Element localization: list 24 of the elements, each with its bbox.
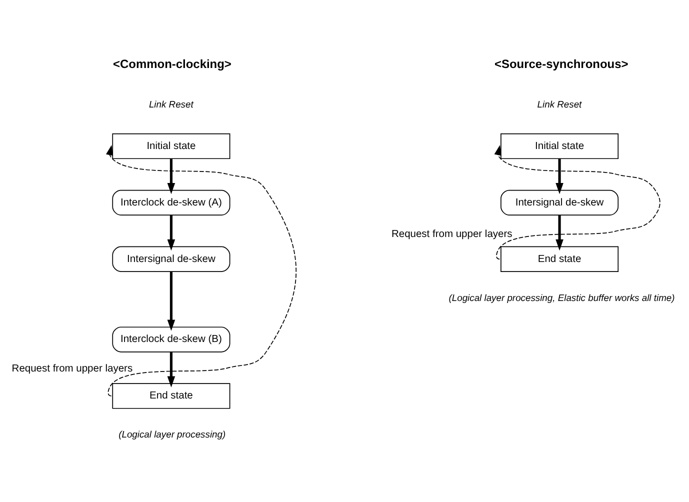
node-box: Interclock de-skew (B) [112, 326, 230, 352]
label: <Common-clocking> [113, 57, 232, 72]
node-label: (Logical layer processing) [118, 428, 226, 440]
node-box: Interclock de-skew (A) [112, 190, 230, 216]
node-box: End state [112, 383, 230, 409]
node-box: Initial state [112, 133, 230, 160]
arrow [167, 352, 176, 388]
label: <Source-synchronous> [494, 57, 628, 72]
arrow [494, 144, 660, 260]
arrow [556, 158, 564, 194]
node-box: Initial state [500, 133, 619, 160]
edge-label: Request from upper layers [12, 364, 133, 375]
arrow [556, 215, 564, 251]
arrow [106, 144, 297, 396]
node-box: End state [500, 246, 619, 272]
node-box: Intersignal de-skew [500, 190, 619, 216]
node-label: (Logical layer processing, Elastic buffer works all time) [448, 292, 675, 303]
node-box: Intersignal de-skew [112, 246, 230, 272]
edge-label: Request from upper layers [391, 229, 512, 240]
arrow [167, 272, 176, 331]
label: Link Reset [537, 98, 582, 110]
arrow [167, 158, 176, 194]
label: Link Reset [148, 98, 194, 110]
arrow [167, 215, 176, 251]
